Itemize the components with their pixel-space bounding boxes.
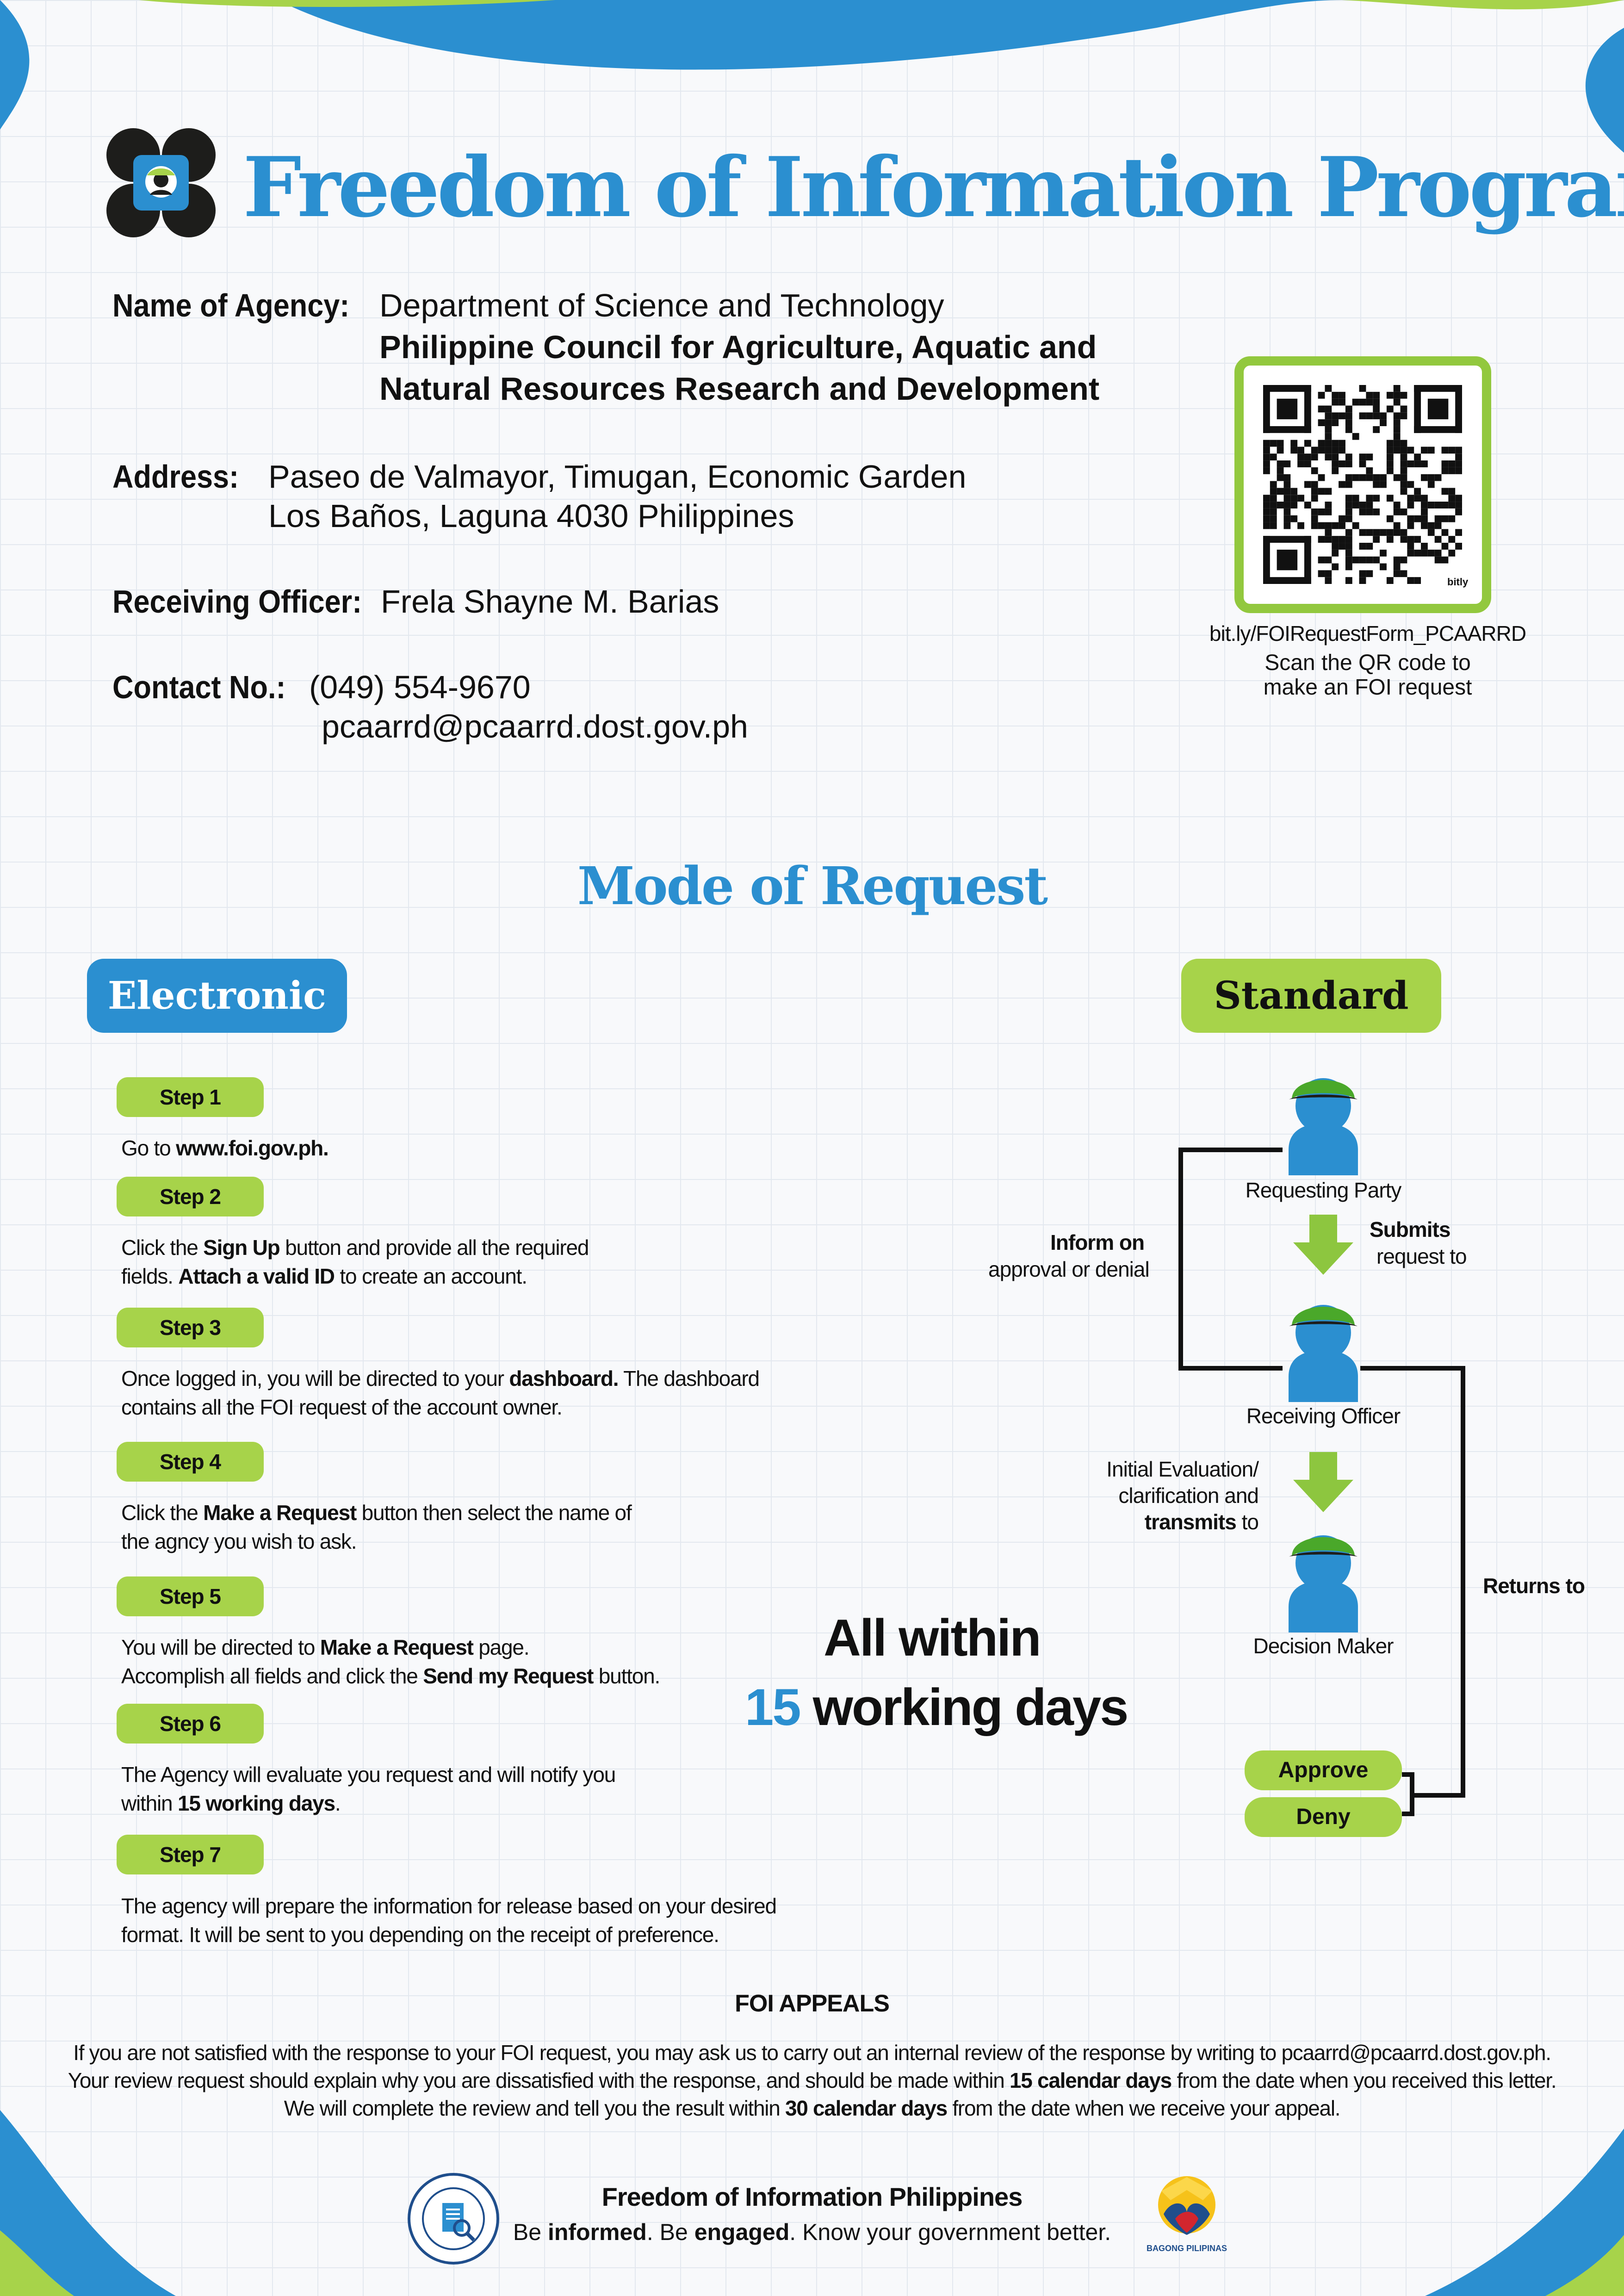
submits-label: Submits: [1370, 1217, 1450, 1241]
step-6-pill: Step 6: [117, 1704, 264, 1744]
inform-rest: approval or denial: [988, 1257, 1150, 1281]
down-arrow-icon: [1293, 1215, 1353, 1275]
bottom-wave-decoration: [0, 2110, 1624, 2296]
initial-eval-line-2: clarification and: [1118, 1483, 1259, 1508]
step-5-text: You will be directed to Make a Request p…: [121, 1635, 660, 1688]
step-3-text: Once logged in, you will be directed to …: [121, 1366, 760, 1419]
officer-name: Frela Shayne M. Barias: [381, 583, 719, 620]
down-arrow-icon: [1293, 1452, 1353, 1512]
footer-tagline: Be informed. Be engaged. Know your gover…: [513, 2219, 1111, 2245]
receiving-officer-person-icon: [1289, 1305, 1358, 1402]
qr-caption-2: make an FOI request: [1263, 675, 1472, 700]
all-within-line-1: All within: [824, 1609, 1041, 1667]
step-2-pill: Step 2: [117, 1177, 264, 1216]
electronic-header: Electronic: [87, 959, 347, 1033]
qr-code-frame[interactable]: bitly: [1234, 356, 1491, 613]
foi-seal-icon: [408, 2173, 499, 2265]
approve-pill: Approve: [1245, 1750, 1402, 1790]
step-5-pill: Step 5: [117, 1576, 264, 1616]
address-line-1: Paseo de Valmayor, Timugan, Economic Gar…: [268, 459, 967, 495]
address-label: Address:: [112, 459, 239, 495]
all-within-line-2: 15 working days: [745, 1677, 1129, 1737]
returns-to-label: Returns to: [1483, 1574, 1585, 1598]
deny-pill: Deny: [1245, 1797, 1402, 1837]
within-days: working days: [812, 1678, 1129, 1736]
step-6-text: The Agency will evaluate you request and…: [121, 1762, 616, 1815]
step-3-pill: Step 3: [117, 1308, 264, 1347]
flowchart-lines: [1178, 1148, 1465, 1816]
submits-rest: request to: [1376, 1244, 1467, 1268]
decision-maker-person-icon: [1289, 1535, 1358, 1632]
appeals-line-3: We will complete the review and tell you…: [284, 2096, 1341, 2120]
within-number: 15: [745, 1678, 801, 1736]
step-1-pill: Step 1: [117, 1077, 264, 1117]
appeals-line-2: Your review request should explain why y…: [68, 2068, 1557, 2092]
step-2-text: Click the Sign Up button and provide all…: [121, 1235, 589, 1288]
requesting-party-label: Requesting Party: [1245, 1178, 1402, 1202]
qr-link[interactable]: bit.ly/FOIRequestForm_PCAARRD: [1209, 621, 1526, 645]
step-7-pill: Step 7: [117, 1835, 264, 1874]
contact-label: Contact No.:: [112, 669, 286, 705]
mode-of-request-title: Mode of Request: [577, 856, 1048, 917]
step-7-text: The agency will prepare the information …: [121, 1894, 777, 1947]
address-line-2: Los Baños, Laguna 4030 Philippines: [268, 498, 794, 534]
agency-line-1: Department of Science and Technology: [379, 287, 944, 323]
page-title: Freedom of Information Program: [243, 139, 1624, 236]
standard-header: Standard: [1181, 959, 1441, 1033]
step-4-pill: Step 4: [117, 1442, 264, 1482]
appeals-line-1: If you are not satisfied with the respon…: [73, 2041, 1551, 2065]
initial-eval-line-1: Initial Evaluation/: [1106, 1457, 1259, 1481]
transmits-rest: to: [1236, 1510, 1259, 1534]
qr-caption-1: Scan the QR code to: [1264, 651, 1471, 675]
step-1-text: Go to www.foi.gov.ph.: [121, 1136, 329, 1160]
agency-line-3: Natural Resources Research and Developme…: [379, 371, 1100, 407]
contact-phone: (049) 554-9670: [309, 669, 531, 705]
bagong-pilipinas-logo-icon: BAGONG PILIPINAS: [1147, 2176, 1227, 2253]
initial-eval-line-3: transmits to: [1144, 1509, 1259, 1534]
decision-maker-label: Decision Maker: [1253, 1634, 1394, 1658]
bp-logo-text: BAGONG PILIPINAS: [1147, 2244, 1227, 2253]
transmits-label: transmits: [1144, 1510, 1237, 1534]
step-4-text: Click the Make a Request button then sel…: [121, 1501, 632, 1553]
inform-label: Inform on: [1050, 1230, 1145, 1254]
foi-logo-icon: [106, 128, 216, 237]
agency-line-2: Philippine Council for Agriculture, Aqua…: [379, 329, 1097, 365]
requesting-party-person-icon: [1289, 1078, 1358, 1175]
qr-code-icon: [1263, 385, 1462, 584]
top-wave-decoration: [0, 0, 1624, 153]
agency-label: Name of Agency:: [112, 287, 350, 323]
contact-email[interactable]: pcaarrd@pcaarrd.dost.gov.ph: [322, 708, 748, 745]
receiving-officer-label: Receiving Officer: [1246, 1404, 1401, 1428]
appeals-title: FOI APPEALS: [735, 1990, 890, 2017]
officer-label: Receiving Officer:: [112, 583, 362, 620]
bitly-brand: bitly: [1447, 576, 1469, 588]
footer-title: Freedom of Information Philippines: [601, 2182, 1023, 2211]
